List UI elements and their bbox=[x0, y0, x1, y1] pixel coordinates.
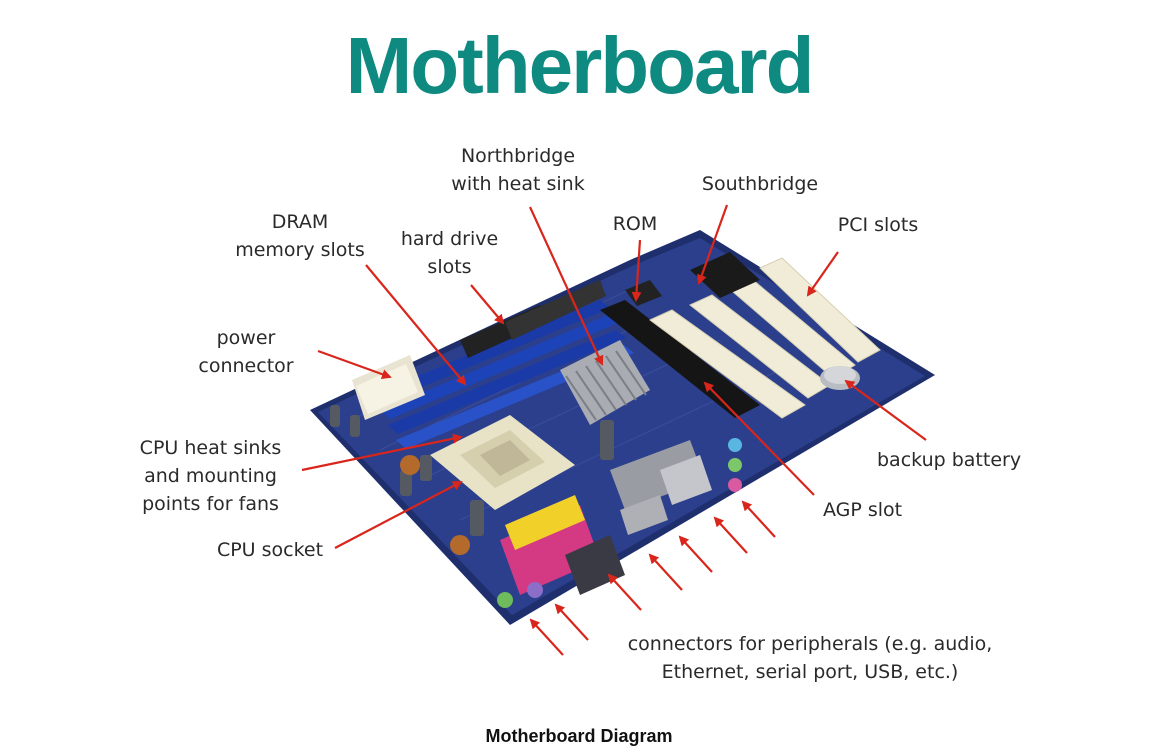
label-cpu-heat: CPU heat sinks and mounting points for f… bbox=[139, 437, 282, 515]
label-peripherals: connectors for peripherals (e.g. audio, … bbox=[627, 633, 993, 683]
label-power: power connector bbox=[198, 327, 294, 377]
label-agp: AGP slot bbox=[823, 499, 903, 521]
label-rom: ROM bbox=[612, 213, 658, 235]
label-dram: DRAM memory slots bbox=[235, 211, 365, 261]
diagram-title: Motherboard bbox=[345, 21, 815, 110]
label-cpu-socket: CPU socket bbox=[216, 539, 324, 561]
label-hard-drive: hard drive slots bbox=[400, 228, 499, 278]
label-northbridge: Northbridge with heat sink bbox=[451, 145, 585, 195]
figure-caption: Motherboard Diagram bbox=[485, 726, 673, 746]
motherboard-image bbox=[310, 230, 935, 625]
label-battery: backup battery bbox=[877, 449, 1022, 471]
label-southbridge: Southbridge bbox=[701, 173, 819, 195]
callout-arrows bbox=[301, 204, 927, 656]
label-pci: PCI slots bbox=[837, 214, 919, 236]
